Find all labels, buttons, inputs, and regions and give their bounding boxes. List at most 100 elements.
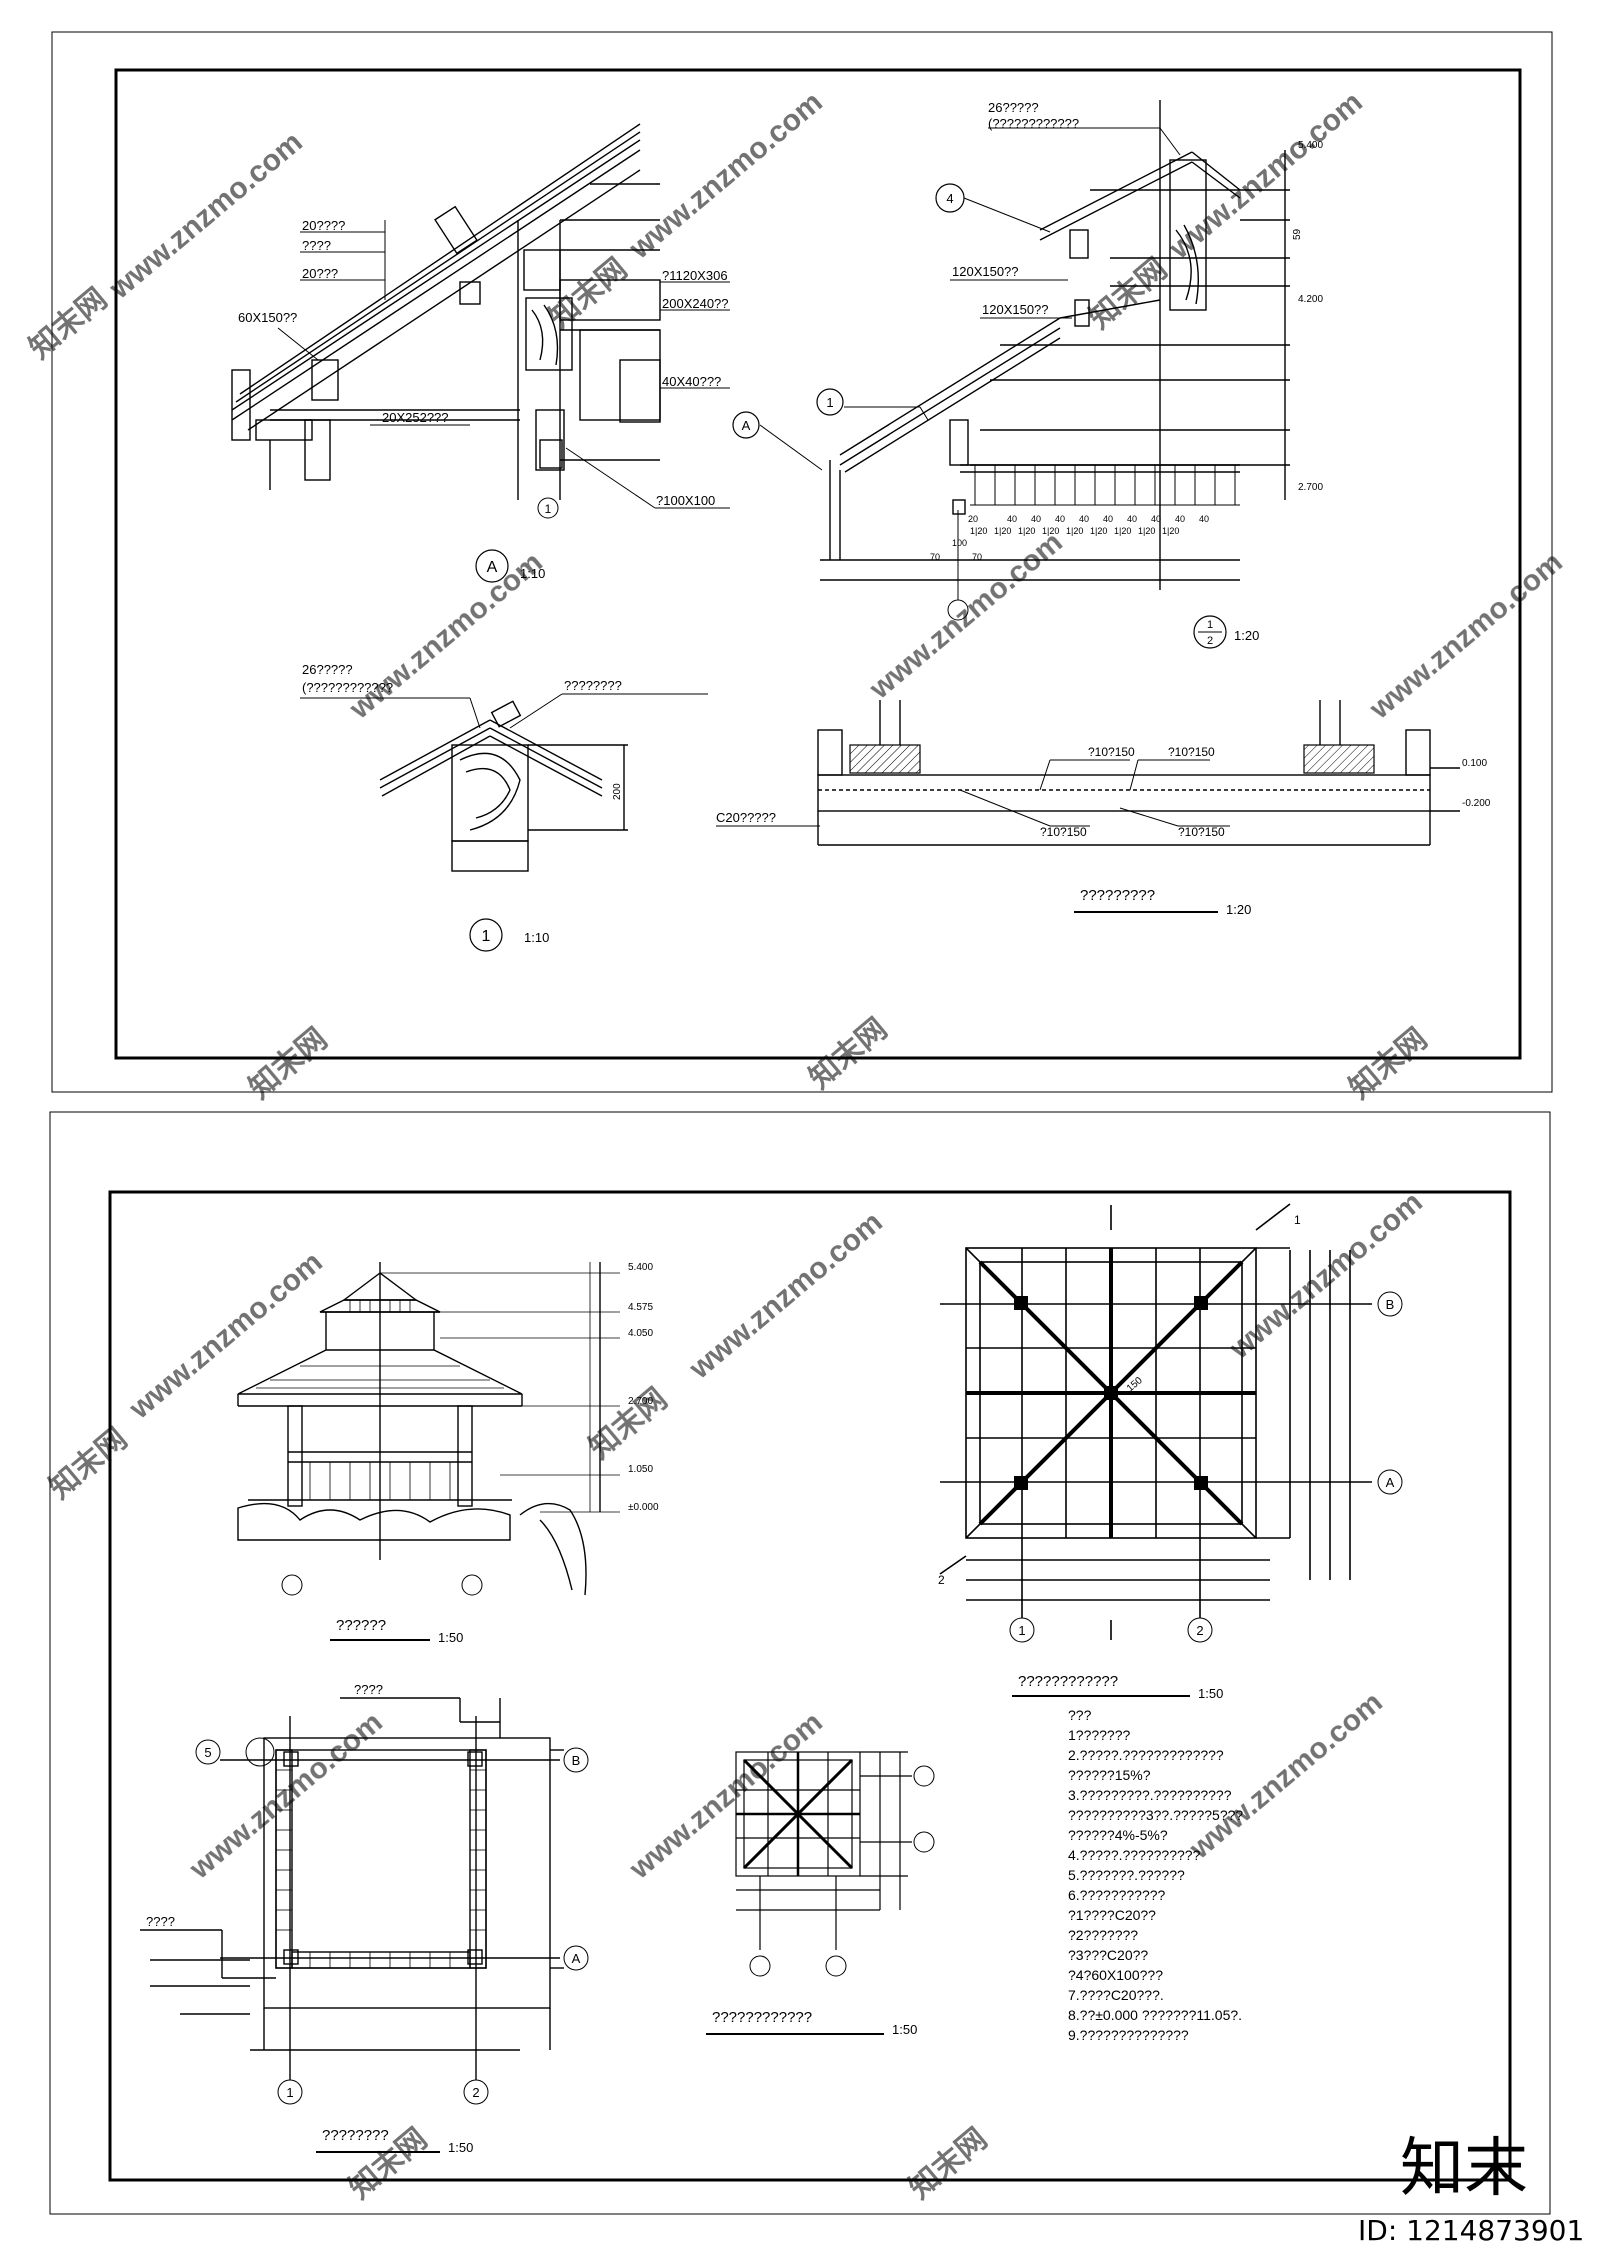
section-level-1: 4.200 — [1298, 294, 1323, 305]
ridge-note-3: ???????? — [564, 678, 622, 693]
roof-plan-title: ???????????? — [1018, 1673, 1118, 1690]
section-dim-r2-1: 1|20 — [994, 526, 1011, 536]
elevation-level-5: ±0.000 — [628, 1502, 659, 1513]
detail-a-label-2: 20??? — [302, 266, 338, 281]
floor-plan-axis-b: B — [572, 1753, 581, 1768]
section-scale: 1:20 — [1234, 628, 1259, 643]
note-0: ??? — [1068, 1707, 1092, 1723]
section-beam-2: 120X150?? — [982, 302, 1049, 317]
detail-a-mark: A — [487, 559, 498, 576]
small-plan-scale: 1:50 — [892, 2022, 917, 2037]
elevation-level-2: 4.050 — [628, 1328, 653, 1339]
section-dim-r2-5: 1|20 — [1090, 526, 1107, 536]
section-dim-59: 59 — [1292, 228, 1303, 240]
slab-title: ????????? — [1080, 887, 1155, 904]
roof-plan-axis-a: A — [1386, 1475, 1395, 1490]
sheet-2: 5.400 4.575 4.050 2.700 1.050 ±0.000 ???… — [49, 1111, 1551, 2215]
section-dim-r1-1: 40 — [1007, 514, 1017, 524]
watermark-site-3: www.znzmo.com — [1163, 85, 1369, 266]
detail-a-label-4: ?1120X306 — [662, 268, 728, 283]
note-8: 5.???????.?????? — [1068, 1867, 1185, 1883]
elevation-level-0: 5.400 — [628, 1262, 653, 1273]
detail-a-axis-label: 1 — [545, 502, 552, 516]
notes-block: ??? 1??????? 2.?????.????????????? ?????… — [1068, 1707, 1243, 2043]
section-mark-circle — [1193, 615, 1227, 649]
small-plan — [735, 1751, 912, 1950]
elevation-scale: 1:50 — [438, 1630, 463, 1645]
floor-plan-railing — [276, 1769, 486, 1968]
ridge-note-2: (???????????? — [302, 680, 393, 695]
section-dim-r2-0: 1|20 — [970, 526, 987, 536]
watermark-logo: 知末 — [1400, 2132, 1528, 2206]
watermark-site-2: www.znzmo.com — [623, 85, 829, 266]
note-15: 8.??±0.000 ???????11.05?. — [1068, 2007, 1242, 2023]
detail-ridge — [379, 700, 628, 872]
section-dims-row2: 1|20 1|20 1|20 1|20 1|20 1|20 1|20 1|20 … — [970, 526, 1179, 536]
sheet-1-outer-border — [51, 31, 1553, 1093]
detail-a-label-0: 20???? — [302, 218, 345, 233]
watermark-site-8: www.znzmo.com — [683, 1205, 889, 1386]
section-callout-a-circle — [732, 411, 760, 439]
slab-rebar-4: ?10?150 — [1178, 825, 1225, 839]
section-dim-r1-0: 20 — [968, 514, 978, 524]
ridge-leader-1b — [469, 697, 481, 729]
slab-leaders — [959, 759, 1230, 827]
detail-a-mark-circle — [475, 549, 509, 583]
floor-plan-axis-2: 2 — [472, 2085, 479, 2100]
elevation-roof-hatch — [256, 1300, 504, 1500]
detail-slab — [817, 700, 1460, 846]
section-mark: 1 — [1207, 619, 1213, 631]
roof-plan-axis-b-circle — [1377, 1291, 1403, 1317]
section-mark-sub: 2 — [1207, 635, 1213, 647]
detail-a-label-1: ???? — [302, 238, 331, 253]
small-plan-axis-1 — [749, 1955, 771, 1977]
note-9: 6.??????????? — [1068, 1887, 1166, 1903]
section-dim-r1-3: 40 — [1055, 514, 1065, 524]
section-dim-r1-5: 40 — [1103, 514, 1113, 524]
floor-plan-side-label: ???? — [146, 1914, 175, 1929]
floor-plan-axis-extra — [245, 1737, 275, 1767]
watermark-site-1: www.znzmo.com — [103, 125, 309, 306]
slab-level-1: -0.200 — [1462, 798, 1491, 809]
section-dim-r1-9: 40 — [1199, 514, 1209, 524]
watermark-id: ID: 1214873901 — [1358, 2214, 1584, 2247]
note-1: 1??????? — [1068, 1727, 1131, 1743]
section-callout-a: A — [742, 418, 751, 433]
note-6: ??????4%-5%? — [1068, 1827, 1168, 1843]
watermark-brand-4: 知末网 — [243, 1022, 333, 1105]
section-callout-1-circle — [816, 388, 844, 416]
section-top-note-2: (???????????? — [988, 116, 1079, 131]
detail-a-label-8: ?100X100 — [656, 493, 715, 508]
roof-plan-axis-1-circle — [1009, 1617, 1035, 1643]
watermark-site-5: www.znzmo.com — [863, 525, 1069, 706]
section-dim-100: 100 — [952, 538, 967, 548]
ridge-scale: 1:10 — [524, 930, 549, 945]
roof-plan-axis-2-circle — [1187, 1617, 1213, 1643]
section-dim-r2-8: 1|20 — [1162, 526, 1179, 536]
floor-plan-axis-a-circle — [563, 1945, 589, 1971]
section-callout-top: 4 — [946, 191, 953, 206]
note-4: 3.?????????.?????????? — [1068, 1787, 1232, 1803]
slab-footing-right — [1303, 744, 1375, 774]
floor-plan-axis-2-circle — [463, 2079, 489, 2105]
watermark-brand-10: 知末网 — [903, 2122, 993, 2205]
elevation-level-1: 4.575 — [628, 1302, 653, 1313]
section-dim-r2-2: 1|20 — [1018, 526, 1035, 536]
elevation-axis-2 — [461, 1574, 483, 1596]
section-level-0: 5.400 — [1298, 140, 1323, 151]
note-13: ?4?60X100??? — [1068, 1967, 1163, 1983]
watermark-site-9: www.znzmo.com — [1223, 1185, 1429, 1366]
ridge-dim: 200 — [612, 783, 623, 800]
detail-a-leaders — [277, 220, 730, 509]
slab-footing-left — [849, 744, 921, 774]
small-plan-title: ???????????? — [712, 2009, 812, 2026]
sheet-2-inner-border — [108, 1190, 1512, 2182]
roof-plan-axis-2: 2 — [1196, 1623, 1203, 1638]
detail-section-balusters — [957, 465, 1240, 600]
small-plan-axis-2 — [825, 1955, 847, 1977]
floor-plan-axis-5-circle — [195, 1739, 221, 1765]
detail-a-label-7: 20X252??? — [382, 410, 449, 425]
section-dim-70a: 70 — [930, 552, 940, 562]
floor-plan-axis-1: 1 — [286, 2085, 293, 2100]
slab-rebar-2: ?10?150 — [1168, 745, 1215, 759]
